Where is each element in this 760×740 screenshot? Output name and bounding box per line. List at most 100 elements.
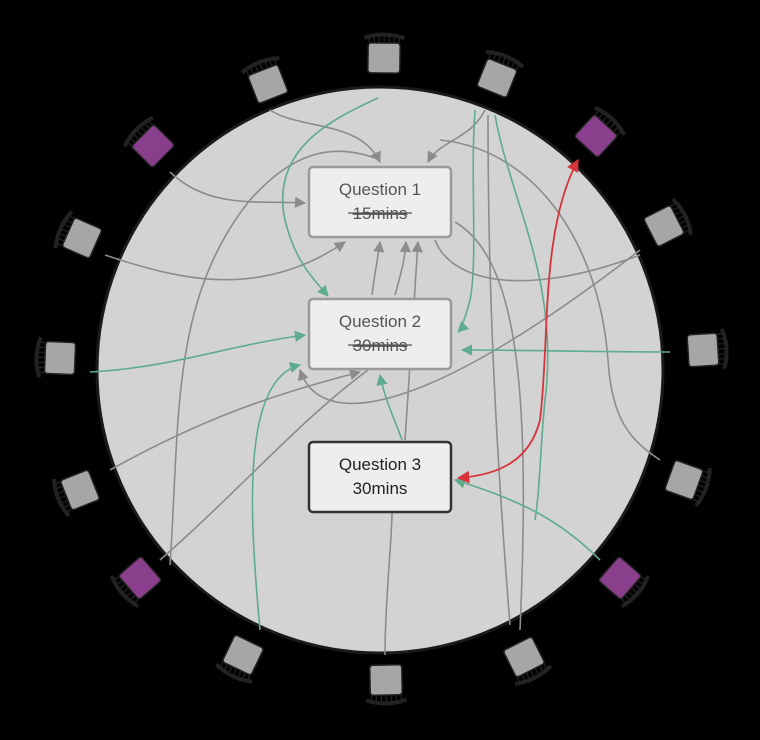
chair-slat: [122, 587, 130, 593]
chair-slat: [634, 583, 641, 590]
flow-line: [104, 241, 346, 281]
chair-seat-left-lower: [52, 469, 100, 518]
chair-back: [365, 697, 408, 706]
chair-slat: [692, 498, 700, 503]
chair-seat: [369, 664, 403, 696]
flow-line: [159, 369, 369, 561]
chair-slat: [630, 587, 638, 593]
chair-seat-purple-lr: [598, 556, 651, 608]
flow-line: [251, 362, 302, 631]
chair-slat: [245, 68, 250, 76]
chair-back: [514, 664, 553, 686]
chair-slat: [116, 579, 123, 586]
chair-slat: [697, 484, 705, 489]
question-3-box[interactable]: Question 3 30mins: [307, 440, 453, 514]
question-1-title: Question 1: [339, 180, 421, 199]
chair-slat: [521, 674, 526, 682]
question-2-title: Question 2: [339, 312, 421, 331]
chair-slat: [57, 490, 65, 495]
chair-slat: [602, 116, 608, 123]
chair-seat-purple-ur: [574, 105, 627, 158]
chair-slat: [516, 676, 522, 684]
chair-slat: [679, 219, 687, 225]
chair-slat: [113, 575, 120, 582]
chair-slat: [677, 215, 684, 220]
flow-line: [384, 511, 393, 656]
chair-slat: [143, 122, 150, 129]
chair-seat: [598, 556, 642, 600]
chair-slat: [530, 670, 535, 677]
question-3-title: Question 3: [339, 455, 421, 474]
chair-slat: [702, 470, 711, 474]
chair-slat: [268, 59, 273, 67]
chair-seat-left-upper: [53, 210, 102, 259]
chair-slat: [627, 591, 634, 597]
chair-seat-purple-ll: [109, 556, 162, 608]
chair-slat: [254, 65, 259, 73]
chair-seat: [686, 332, 720, 368]
chair-slat: [264, 61, 268, 69]
chair-seat-top: [363, 32, 405, 74]
chair-slat: [501, 57, 506, 65]
chair-back: [620, 575, 651, 608]
flow-line: [89, 330, 307, 373]
chair-seat: [62, 217, 102, 259]
chairs: [34, 32, 729, 706]
chair-slat: [64, 508, 72, 513]
chair-slat: [246, 674, 251, 682]
chair-seat-right-upper: [643, 197, 693, 247]
chair-seat-left-mid: [34, 336, 77, 378]
chair-slat: [511, 61, 516, 69]
chair-slat: [506, 59, 511, 67]
chair-seat: [131, 124, 175, 168]
chair-slat: [672, 206, 680, 211]
chair-slat: [273, 57, 278, 65]
chair-slat: [696, 489, 704, 493]
chair-slat: [53, 481, 61, 485]
chair-slat: [126, 140, 133, 147]
chair-slat: [55, 242, 63, 247]
chair-back: [34, 336, 43, 378]
chair-slat: [492, 53, 497, 61]
chair-slat: [694, 493, 702, 498]
chair-slat: [61, 499, 69, 504]
question-2-box[interactable]: Question 2 30mins: [307, 297, 453, 371]
chair-slat: [543, 663, 548, 671]
chair-slat: [621, 598, 628, 605]
flow-line: [371, 240, 385, 296]
chair-slat: [539, 665, 544, 673]
chair-seat: [367, 42, 401, 74]
chair-slat: [140, 126, 147, 133]
chair-back: [109, 575, 140, 608]
flow-line: [456, 158, 579, 484]
question-boxes: Question 1 15mins Question 2 30mins Ques…: [307, 165, 453, 514]
chair-slat: [147, 119, 154, 126]
red-flow-lines: [456, 158, 579, 484]
chair-slat: [515, 62, 520, 70]
chair-back: [594, 105, 627, 136]
chair-slat: [259, 63, 264, 71]
chair-seat: [43, 340, 77, 376]
chair-slat: [701, 475, 709, 479]
chair-slat: [637, 579, 644, 586]
flow-line: [109, 369, 362, 471]
chair-slat: [598, 112, 605, 119]
question-3-duration: 30mins: [353, 479, 408, 498]
chair-seat: [664, 459, 704, 501]
chair-back: [53, 210, 74, 249]
chair-slat: [126, 591, 133, 597]
chair-slat: [129, 594, 136, 601]
flow-line: [169, 150, 381, 566]
chair-back: [719, 328, 729, 370]
question-1-box[interactable]: Question 1 15mins: [307, 165, 453, 239]
chair-slat: [674, 211, 682, 216]
chair-slat: [640, 575, 647, 582]
chair-slat: [250, 66, 254, 74]
chair-seat: [118, 556, 162, 600]
chair-back: [122, 115, 154, 148]
flow-line: [269, 109, 381, 164]
chair-slat: [223, 663, 229, 671]
chair-slat: [55, 485, 63, 490]
chair-seat-bottom-right: [503, 636, 553, 686]
